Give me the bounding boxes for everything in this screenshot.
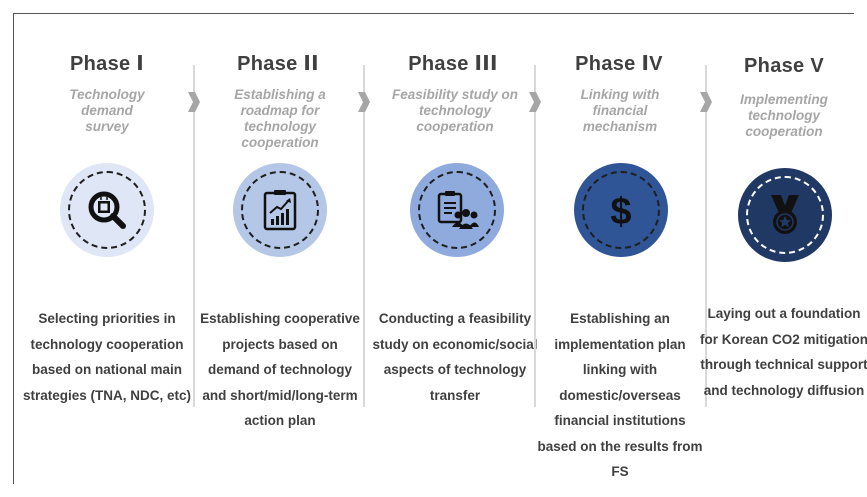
phase-1-description: Selecting priorities in technology coope… (22, 311, 192, 403)
phase-5-description: Laying out a foundation for Korean CO2 m… (699, 306, 867, 398)
phase-4: Phase ⅠV Linking with financial mechanis… (535, 13, 705, 484)
svg-text:$: $ (610, 191, 631, 232)
phase-2-title: Phase ⅠⅠ (237, 53, 319, 75)
phase-5-icon-circle (738, 168, 832, 262)
medal-icon (771, 195, 799, 234)
divider-4 (705, 65, 707, 407)
growth-chart-clipboard-icon (263, 190, 297, 231)
phase-3-title: Phase ⅠⅠⅠ (408, 53, 498, 75)
phase-2-description: Establishing cooperative projects based … (200, 311, 360, 428)
phase-1-icon-circle (60, 163, 154, 257)
phase-1-title: Phase Ⅰ (69, 53, 145, 75)
clipboard-team-icon (437, 191, 479, 229)
phase-1-subtitle: Technology demand survey (69, 87, 145, 134)
divider-3 (534, 65, 536, 407)
phase-5: Phase V Implementing technology cooperat… (699, 13, 867, 484)
chevron-right-icon (529, 92, 541, 112)
phase-3-description: Conducting a feasibility study on econom… (372, 311, 538, 403)
chevron-right-icon (358, 92, 370, 112)
phase-4-subtitle: Linking with financial mechanism (580, 87, 660, 134)
phase-4-title: Phase ⅠV (575, 53, 663, 75)
phase-3-subtitle: Feasibility study on technology cooperat… (391, 87, 519, 134)
divider-2 (363, 65, 365, 407)
phase-2: Phase ⅠⅠ Establishing a roadmap for tech… (195, 13, 365, 484)
dollar-sign-icon: $ (610, 191, 631, 232)
phase-3-icon-circle (410, 163, 504, 257)
phase-2-subtitle: Establishing a roadmap for technology co… (234, 87, 326, 150)
divider-1 (193, 65, 195, 407)
phase-4-icon-circle: $ (574, 163, 668, 257)
phase-5-subtitle: Implementing technology cooperation (740, 92, 828, 139)
phase-3: Phase ⅠⅠⅠ Feasibility study on technolog… (370, 13, 540, 484)
phase-1: Phase Ⅰ Technology demand survey Selecti… (22, 13, 192, 484)
phase-2-icon-circle (233, 163, 327, 257)
magnifier-chip-icon (88, 191, 126, 229)
chevron-right-icon (700, 92, 712, 112)
chevron-right-icon (188, 92, 200, 112)
phase-5-title: Phase V (744, 55, 824, 77)
phase-4-description: Establishing an implementation plan link… (537, 311, 703, 479)
